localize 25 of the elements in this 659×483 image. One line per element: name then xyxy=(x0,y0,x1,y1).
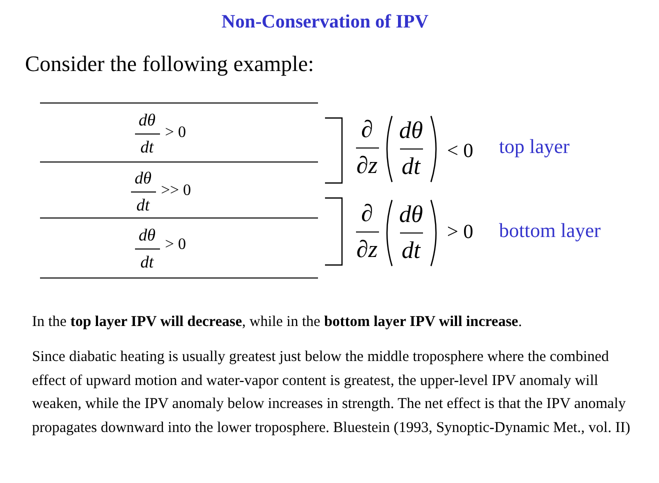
math-symbol: dθ xyxy=(138,226,156,244)
intro-text: Consider the following example: xyxy=(25,53,314,75)
math-symbol: < 0 xyxy=(447,141,474,161)
math-symbol: ∂z xyxy=(356,238,378,262)
slide-title: Non-Conservation of IPV xyxy=(222,12,428,32)
layer-label: top layer xyxy=(499,137,570,157)
math-symbol: dt xyxy=(140,138,154,156)
math-symbol: ∂ xyxy=(361,118,373,142)
math-symbol: > 0 xyxy=(165,125,186,141)
math-symbol: >> 0 xyxy=(161,183,192,199)
math-symbol: ∂ xyxy=(361,202,373,226)
math-symbol: dθ xyxy=(399,203,423,227)
math-symbol: dθ xyxy=(138,112,156,128)
math-symbol: dθ xyxy=(399,119,423,143)
math-symbol: dt xyxy=(140,254,154,270)
math-symbol: dt xyxy=(402,155,420,179)
math-symbol: dt xyxy=(402,239,420,263)
math-symbol: > 0 xyxy=(165,237,186,253)
summary-sentence: In the top layer IPV will decrease, while in the bottom layer IPV will increase. xyxy=(32,315,522,330)
math-symbol: ∂z xyxy=(356,154,378,178)
math-symbol: > 0 xyxy=(447,222,474,242)
math-symbol: dt xyxy=(136,196,150,214)
layer-label: bottom layer xyxy=(499,221,601,241)
explanation-paragraph: Since diabatic heating is usually greatest just below the middle troposphere where the combined effect of upward motion and water-vapor content is greatest, the upper-level IPV anomaly will weaken, while the IPV anomaly below increases in strength. The net effect is that the IPV anomaly propagates downward into the lower troposphere. Bluestein (1993, Synoptic-Dynamic Met., vol. II) xyxy=(32,348,632,438)
math-symbol: dθ xyxy=(134,170,152,186)
